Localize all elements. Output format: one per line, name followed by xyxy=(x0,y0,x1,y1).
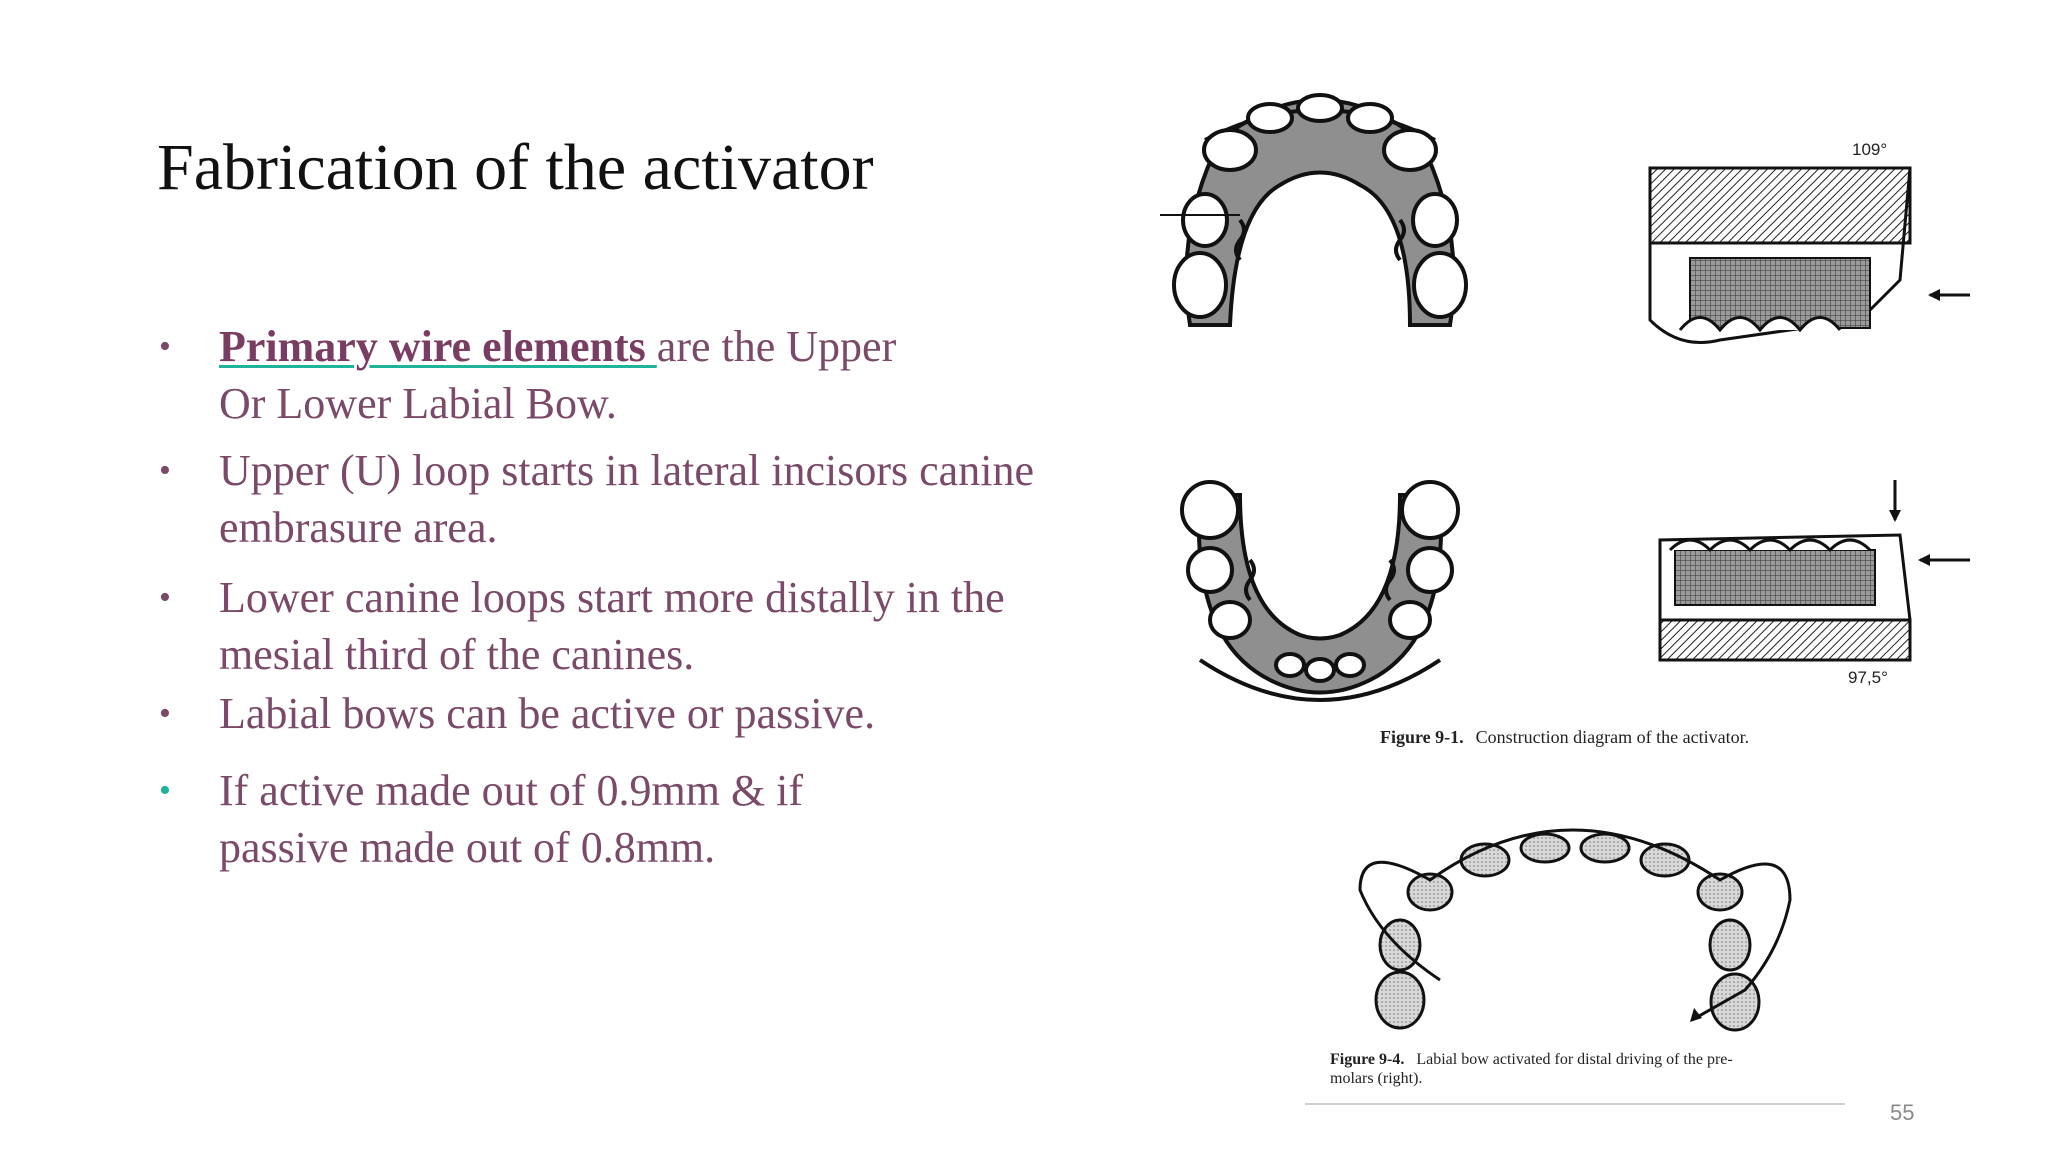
figure-label: Figure 9-4. xyxy=(1330,1051,1405,1068)
bullet-marker: • xyxy=(159,579,171,616)
lower-profile-drawing xyxy=(1658,480,1970,662)
bullet-text-line2: passive made out of 0.8mm. xyxy=(219,823,716,872)
bullet-emphasis: Primary wire elements xyxy=(219,322,657,371)
bullet-item: • Primary wire elements are the Upper Or… xyxy=(157,318,1117,432)
bullet-item: • Upper (U) loop starts in lateral incis… xyxy=(157,442,1117,556)
bullet-marker: • xyxy=(159,772,171,809)
bullet-text: are the Upper xyxy=(656,322,897,371)
upper-profile-drawing xyxy=(1648,166,1970,344)
bullet-text: If active made out of 0.9mm & if xyxy=(219,766,804,815)
bullet-marker: • xyxy=(159,695,171,732)
bullet-item: • Labial bows can be active or passive. xyxy=(157,685,1117,742)
bullet-text-line2: mesial third of the canines. xyxy=(219,630,695,679)
upper-arch-drawing xyxy=(1160,93,1468,327)
page-number: 55 xyxy=(1890,1100,1915,1125)
figure-caption-text-line2: molars (right). xyxy=(1330,1070,1423,1087)
figure-9-4-caption: Figure 9-4. Labial bow activated for dist… xyxy=(1330,1050,1733,1088)
bullet-text: Labial bows can be active or passive. xyxy=(219,689,876,738)
figure-label: Figure 9-1. xyxy=(1380,727,1464,747)
bullet-list: • Primary wire elements are the Upper Or… xyxy=(157,318,1117,876)
angle-label-top: 109° xyxy=(1852,140,1888,159)
bullet-text: Upper (U) loop starts in lateral incisor… xyxy=(219,446,1034,495)
bullet-text-line2: Or Lower Labial Bow. xyxy=(219,379,617,428)
bullet-text: Lower canine loops start more distally i… xyxy=(219,573,1005,622)
lower-arch-drawing xyxy=(1180,480,1460,702)
figure-9-4-image xyxy=(1358,828,1792,1032)
figure-9-1-image xyxy=(1160,93,1970,702)
bullet-marker: • xyxy=(159,452,171,489)
figure-caption-text: Labial bow activated for distal driving … xyxy=(1416,1051,1733,1068)
bullet-marker: • xyxy=(159,328,171,365)
footer-divider xyxy=(1305,1103,1845,1105)
angle-label-bottom: 97,5° xyxy=(1848,668,1888,687)
bullet-text-line2: embrasure area. xyxy=(219,503,498,552)
slide-title: Fabrication of the activator xyxy=(157,131,874,204)
bullet-item: • Lower canine loops start more distally… xyxy=(157,569,1117,683)
bullet-item: • If active made out of 0.9mm & if passi… xyxy=(157,762,1117,876)
figure-caption-text: Construction diagram of the activator. xyxy=(1475,727,1750,747)
figure-9-1-caption: Figure 9-1. Construction diagram of the a… xyxy=(1380,727,1749,748)
